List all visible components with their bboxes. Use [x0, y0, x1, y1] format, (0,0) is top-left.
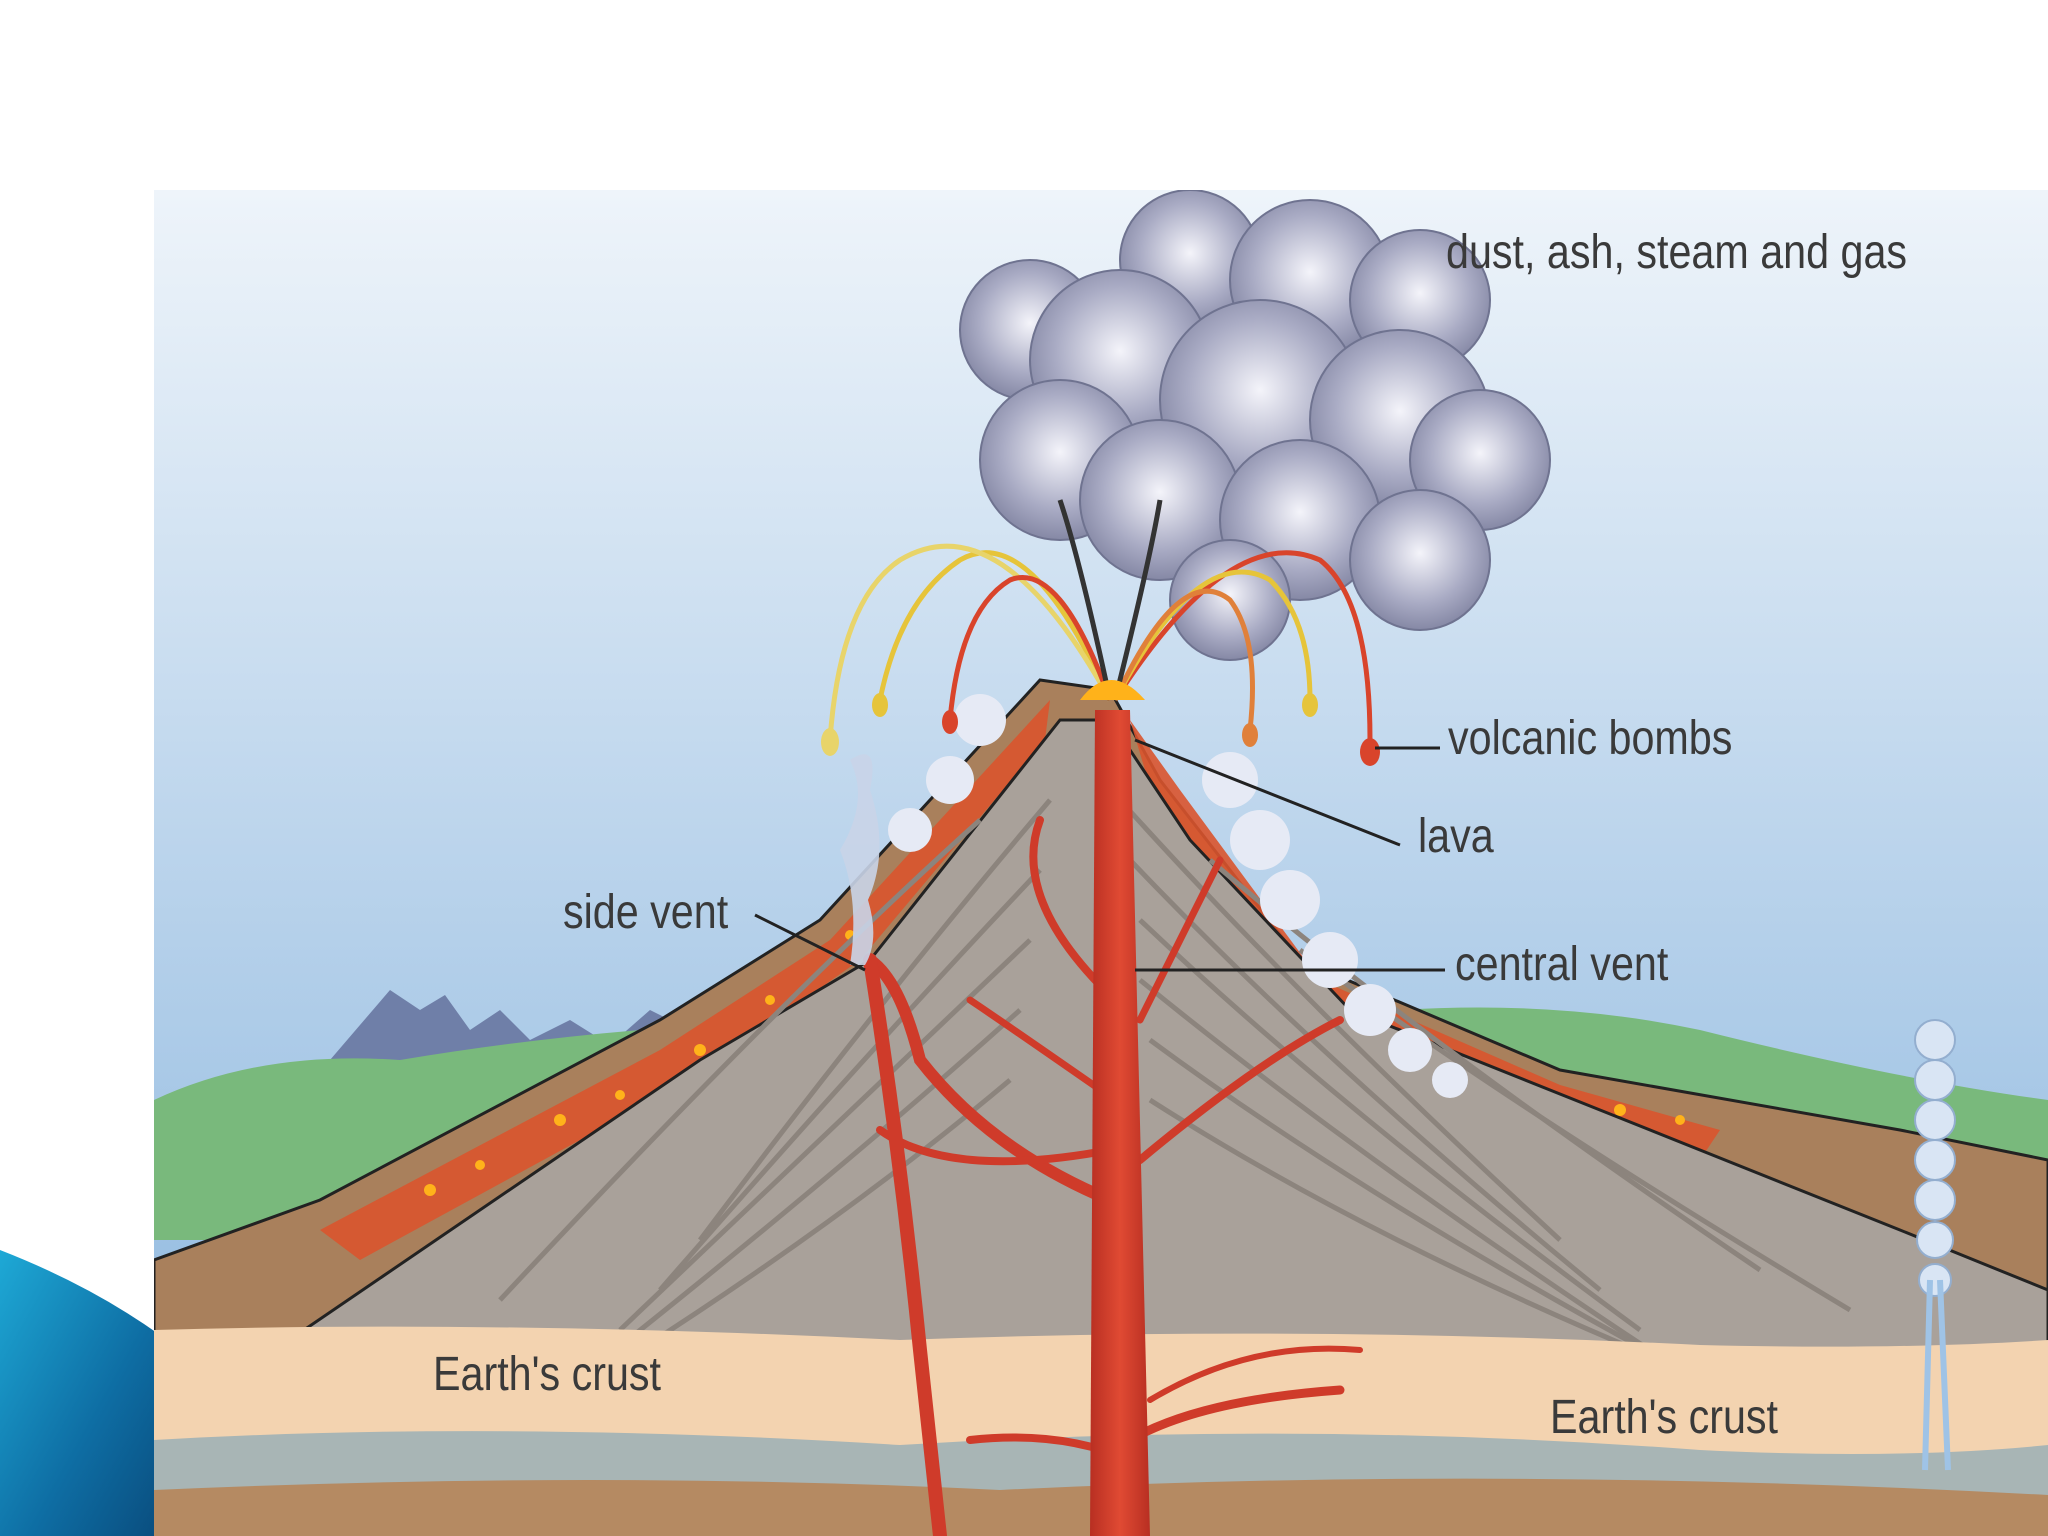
crater-glow [1080, 680, 1145, 700]
label-volcanic-bombs: volcanic bombs [1448, 711, 1732, 765]
lava-fountain [827, 499, 1373, 741]
central-vent-conduit [1090, 710, 1150, 1536]
volcanic-bomb-drops [821, 693, 1380, 766]
slope-steam [888, 694, 1468, 1098]
label-side-vent: side vent [563, 885, 729, 939]
lava-flow-right [1130, 720, 1720, 1160]
label-central-vent: central vent [1455, 937, 1669, 991]
geyser-conduit [1922, 1279, 1951, 1471]
geyser-plume [1914, 1019, 1956, 1297]
cone-strata-lines [498, 798, 1852, 1403]
label-lava: lava [1418, 809, 1494, 863]
label-dust-ash-steam-gas: dust, ash, steam and gas [1446, 225, 1907, 279]
label-earths-crust-left: Earth's crust [433, 1347, 662, 1401]
label-earths-crust-right: Earth's crust [1550, 1390, 1779, 1444]
leader-lines [754, 738, 1445, 972]
slide-swoosh-decoration [0, 1250, 160, 1536]
side-vent-plume [840, 754, 880, 965]
lava-flow-left [320, 700, 1050, 1260]
magma-branches [863, 816, 1363, 1536]
